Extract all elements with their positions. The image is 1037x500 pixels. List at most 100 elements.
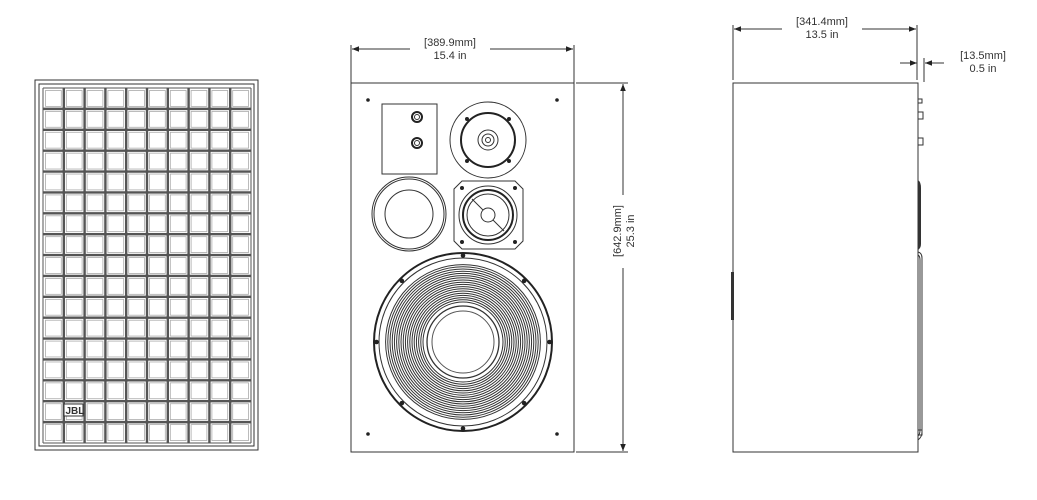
grille-opening: [107, 236, 125, 253]
grille-opening: [232, 340, 249, 358]
grille-opening: [169, 173, 187, 191]
grille-opening: [45, 319, 62, 337]
grille-view: JBL: [34, 79, 259, 451]
cone-ring: [402, 281, 524, 403]
grille-opening: [128, 131, 145, 149]
grille-opening: [190, 319, 208, 337]
grille-opening: [107, 152, 125, 170]
grille-opening: [128, 236, 145, 253]
grille-opening: [211, 236, 229, 253]
grille-opening: [169, 131, 187, 149]
grille-opening: [65, 424, 83, 441]
grille-opening: [211, 257, 229, 274]
grille-opening: [211, 215, 229, 233]
cone-ring: [407, 286, 519, 398]
screw: [555, 432, 559, 436]
grille-opening: [65, 278, 83, 295]
level-knob-mid: [411, 137, 423, 149]
grille-opening: [190, 152, 208, 170]
woofer: [373, 252, 553, 432]
grille-opening: [107, 110, 125, 128]
midrange-driver: [453, 180, 524, 250]
grille-opening: [107, 403, 125, 421]
cone-ring: [409, 288, 517, 396]
grille-opening: [190, 340, 208, 358]
grille-opening: [149, 173, 166, 191]
screw: [366, 432, 370, 436]
grille-opening: [169, 257, 187, 274]
side-handle: [731, 272, 734, 320]
grille-opening: [211, 194, 229, 212]
grille-opening: [45, 173, 62, 191]
grille-opening: [107, 361, 125, 379]
grille-opening: [211, 361, 229, 379]
grille-opening: [65, 110, 83, 128]
grille-opening: [107, 131, 125, 149]
grille-opening: [107, 194, 125, 212]
grille-opening: [190, 361, 208, 379]
grille-opening: [169, 152, 187, 170]
grille-opening: [190, 110, 208, 128]
woofer-bolt: [460, 253, 466, 258]
grille-opening: [86, 152, 104, 170]
grille-opening: [190, 278, 208, 295]
grille-opening: [107, 257, 125, 274]
grille-opening: [86, 173, 104, 191]
woofer-bolt: [460, 426, 466, 431]
control-plate: [381, 103, 438, 175]
cone-ring: [413, 292, 513, 392]
grille-opening: [232, 361, 249, 379]
grille-opening: [169, 319, 187, 337]
grille-opening: [149, 298, 166, 316]
grille-opening: [211, 173, 229, 191]
grille-opening: [45, 361, 62, 379]
grille-opening: [190, 424, 208, 441]
grille-opening: [232, 90, 249, 107]
grille-opening: [65, 382, 83, 400]
grille-opening: [45, 403, 62, 421]
grille-opening: [211, 278, 229, 295]
grille-opening: [149, 319, 166, 337]
grille-opening: [86, 131, 104, 149]
grille-opening: [190, 382, 208, 400]
woofer-dust-cap-inner: [431, 310, 495, 374]
grille-opening: [86, 215, 104, 233]
tweeter: [449, 101, 527, 179]
cone-ring: [396, 275, 530, 409]
grille-opening: [86, 382, 104, 400]
grille-opening: [128, 152, 145, 170]
grille-opening: [190, 131, 208, 149]
grille-opening: [65, 340, 83, 358]
grille-opening: [65, 361, 83, 379]
woofer-bolt: [521, 400, 527, 406]
grille-opening: [149, 90, 166, 107]
cone-ring: [415, 294, 511, 390]
bass-port: [371, 176, 447, 252]
woofer-frame-profile: [917, 251, 923, 441]
front-view: [389.9mm] 15.4 in: [350, 37, 637, 453]
grille-opening: [128, 361, 145, 379]
grille-opening: [232, 194, 249, 212]
grille-opening: [86, 110, 104, 128]
grille-opening: [128, 194, 145, 212]
grille-opening: [128, 257, 145, 274]
grille-opening: [169, 278, 187, 295]
grille-opening: [86, 236, 104, 253]
grille-opening: [128, 110, 145, 128]
grille-depth-mm-label: [13.5mm]: [960, 50, 1006, 62]
grille-opening: [45, 257, 62, 274]
grille-opening: [190, 173, 208, 191]
grille-opening: [169, 382, 187, 400]
grille-opening: [128, 382, 145, 400]
grille-opening: [232, 257, 249, 274]
grille-opening: [211, 110, 229, 128]
grille-opening: [169, 340, 187, 358]
grille-opening: [190, 257, 208, 274]
grille-opening: [232, 278, 249, 295]
grille-opening: [190, 90, 208, 107]
grille-opening: [149, 403, 166, 421]
grille-opening: [169, 236, 187, 253]
grille-opening: [65, 131, 83, 149]
grille-opening: [211, 382, 229, 400]
